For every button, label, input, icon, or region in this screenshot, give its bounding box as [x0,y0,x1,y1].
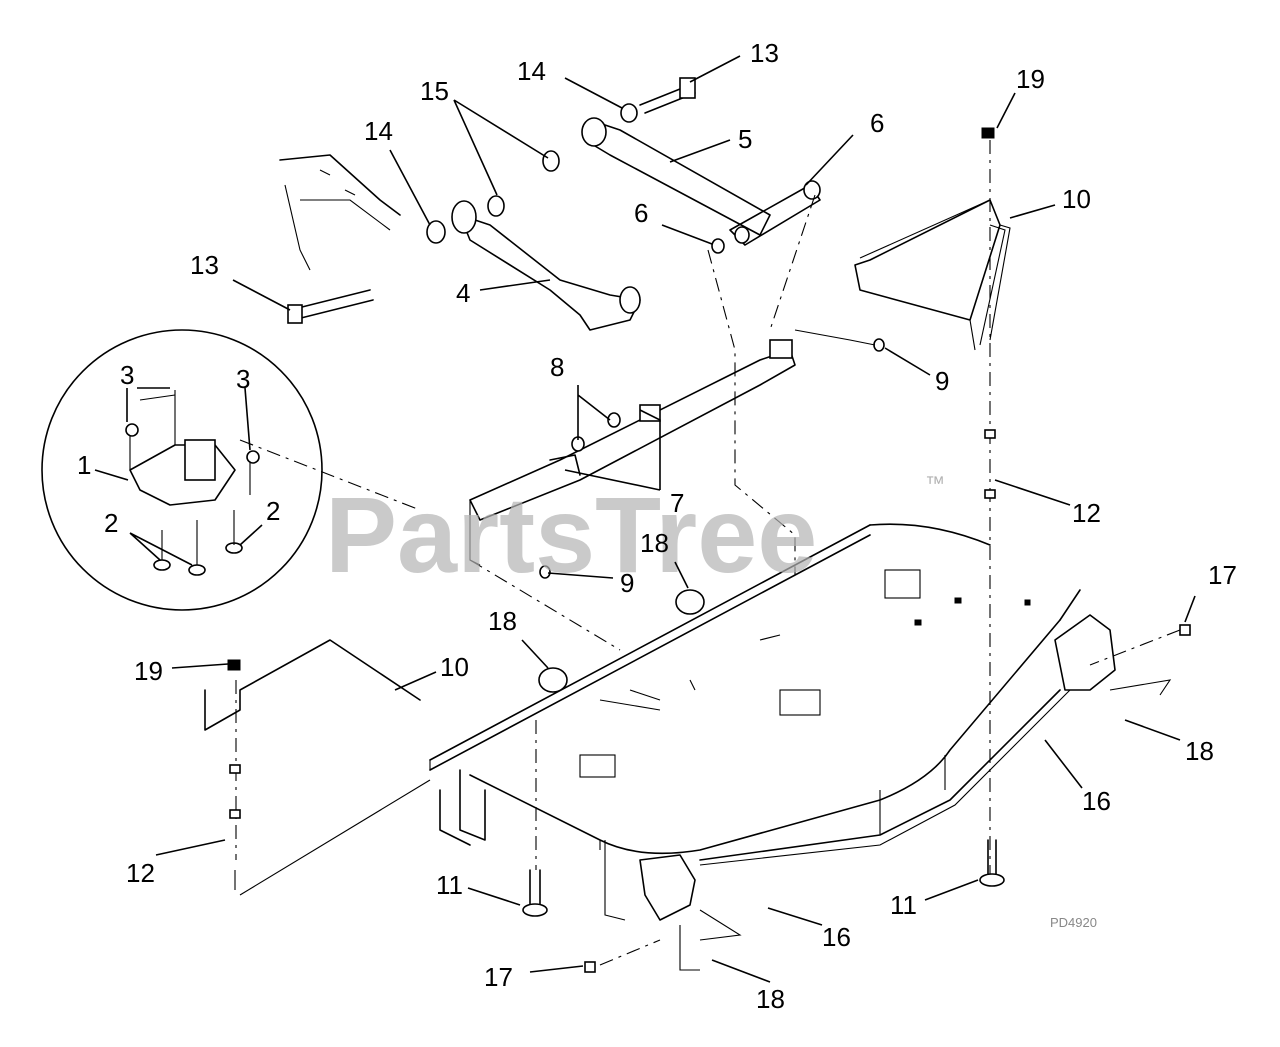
front-hanger [469,329,885,579]
deflector-left [204,639,431,896]
callout-10: 10 [440,652,469,682]
callout-3: 3 [120,360,134,390]
rollers-18 [538,589,1191,973]
callouts: 13 14 15 14 5 6 6 19 10 13 4 8 9 7 12 18… [77,38,1237,1014]
callout-18: 18 [1185,736,1214,766]
callout-6: 6 [634,198,648,228]
callout-14: 14 [517,56,546,86]
callout-16: 16 [822,922,851,952]
mower-deck [429,523,1081,866]
callout-11: 11 [890,890,917,920]
callout-1: 1 [77,450,91,480]
callout-5: 5 [738,124,752,154]
callout-6: 6 [870,108,884,138]
callout-19: 19 [1016,64,1045,94]
callout-8: 8 [550,352,564,382]
callout-12: 12 [1072,498,1101,528]
callout-16: 16 [1082,786,1111,816]
callout-3: 3 [236,364,250,394]
callout-9: 9 [620,568,634,598]
watermark-text: PartsTree [325,474,817,595]
trademark-symbol: ™ [925,473,945,495]
callout-14: 14 [364,116,393,146]
figure-code: PD4920 [1050,915,1097,930]
leader-lines [94,55,1196,983]
callout-13: 13 [750,38,779,68]
detail-inset [41,329,323,611]
callout-17: 17 [1208,560,1237,590]
callout-12: 12 [126,858,155,888]
callout-4: 4 [456,278,470,308]
callout-17: 17 [484,962,513,992]
callout-7: 7 [670,488,684,518]
callout-10: 10 [1062,184,1091,214]
callout-9: 9 [935,366,949,396]
callout-2: 2 [266,496,280,526]
callout-11: 11 [436,870,463,900]
callout-19: 19 [134,656,163,686]
deflector-right [854,127,1011,499]
callout-13: 13 [190,250,219,280]
bolts-11 [522,839,1005,917]
callout-18: 18 [488,606,517,636]
callout-15: 15 [420,76,449,106]
callout-18: 18 [756,984,785,1014]
lift-arm-assembly [279,77,821,331]
callout-18: 18 [640,528,669,558]
callout-2: 2 [104,508,118,538]
